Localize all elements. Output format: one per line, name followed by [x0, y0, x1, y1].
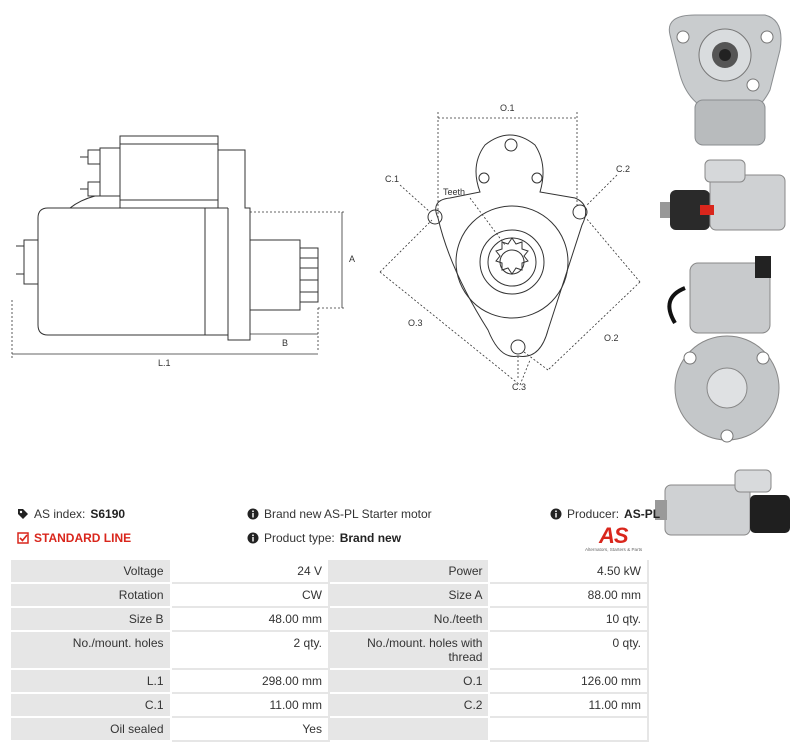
spec-value: 11.00 mm: [169, 692, 330, 718]
spec-value: 298.00 mm: [169, 668, 330, 694]
photo-front-view[interactable]: [655, 5, 800, 150]
spec-value: [488, 716, 649, 742]
spec-value: 126.00 mm: [488, 668, 649, 694]
standard-line-label: STANDARD LINE: [34, 531, 132, 545]
description-row: Brand new AS-PL Starter motor: [247, 507, 432, 521]
spec-label: [327, 716, 491, 742]
product-photos: [655, 0, 800, 555]
spec-value: Yes: [169, 716, 330, 742]
dim-o3-label: O.3: [408, 318, 423, 328]
spec-value: 4.50 kW: [488, 560, 649, 584]
dim-b-label: B: [282, 338, 288, 348]
logo-mark: AS: [599, 523, 629, 548]
photo-side-view[interactable]: [655, 150, 800, 245]
spec-label: C.2: [327, 692, 491, 718]
spec-value: 24 V: [169, 560, 330, 584]
spec-value: 88.00 mm: [488, 582, 649, 608]
logo-tagline: Alternators, Starters & Parts: [585, 547, 643, 552]
spec-label: Oil sealed: [9, 716, 172, 742]
spec-label: Voltage: [9, 560, 172, 584]
info-icon: [247, 532, 259, 544]
spec-label: No./mount. holes: [9, 630, 172, 670]
spec-label: Power: [327, 560, 491, 584]
spec-label: L.1: [9, 668, 172, 694]
dim-a-label: A: [349, 254, 355, 264]
as-index-label: AS index:: [34, 507, 86, 521]
producer-row: Producer: AS-PL: [550, 507, 660, 521]
checkbox-icon: [17, 532, 29, 544]
spec-label: O.1: [327, 668, 491, 694]
info-icon: [550, 508, 562, 520]
dim-c3-label: C.3: [512, 382, 526, 392]
teeth-label: Teeth: [443, 187, 465, 197]
producer-value: AS-PL: [624, 507, 661, 521]
photo-rear-view[interactable]: [655, 248, 800, 448]
spec-value: 0 qty.: [488, 630, 649, 670]
as-pl-logo: AS Alternators, Starters & Parts: [585, 523, 650, 553]
spec-value: 2 qty.: [169, 630, 330, 670]
as-index-row: AS index: S6190: [17, 507, 125, 521]
as-index-value: S6190: [90, 507, 126, 521]
product-type-row: Product type: Brand new: [247, 531, 401, 545]
spec-label: Rotation: [9, 582, 172, 608]
spec-value: CW: [169, 582, 330, 608]
standard-line-row: STANDARD LINE: [17, 531, 131, 545]
info-icon: [247, 508, 259, 520]
spec-label: Size A: [327, 582, 491, 608]
spec-value: 11.00 mm: [488, 692, 649, 718]
description-text: Brand new AS-PL Starter motor: [264, 507, 432, 521]
producer-label: Producer:: [567, 507, 620, 521]
photo-angled-view[interactable]: [655, 455, 800, 555]
product-type-label: Product type:: [264, 531, 335, 545]
dim-c2-label: C.2: [616, 164, 630, 174]
dim-o2-label: O.2: [604, 333, 619, 343]
dim-c1-label: C.1: [385, 174, 399, 184]
spec-label: Size B: [9, 606, 172, 632]
technical-drawing: A B L.1 O.1 C.1 C.2 Teeth O.3: [11, 103, 641, 392]
product-type-value: Brand new: [339, 531, 402, 545]
spec-value: 10 qty.: [488, 606, 649, 632]
spec-label: No./teeth: [327, 606, 491, 632]
spec-label: No./mount. holes with thread: [327, 630, 491, 670]
dim-l1-label: L.1: [158, 358, 171, 368]
spec-value: 48.00 mm: [169, 606, 330, 632]
tag-icon: [18, 509, 28, 519]
spec-label: C.1: [9, 692, 172, 718]
dim-o1-label: O.1: [500, 103, 515, 113]
